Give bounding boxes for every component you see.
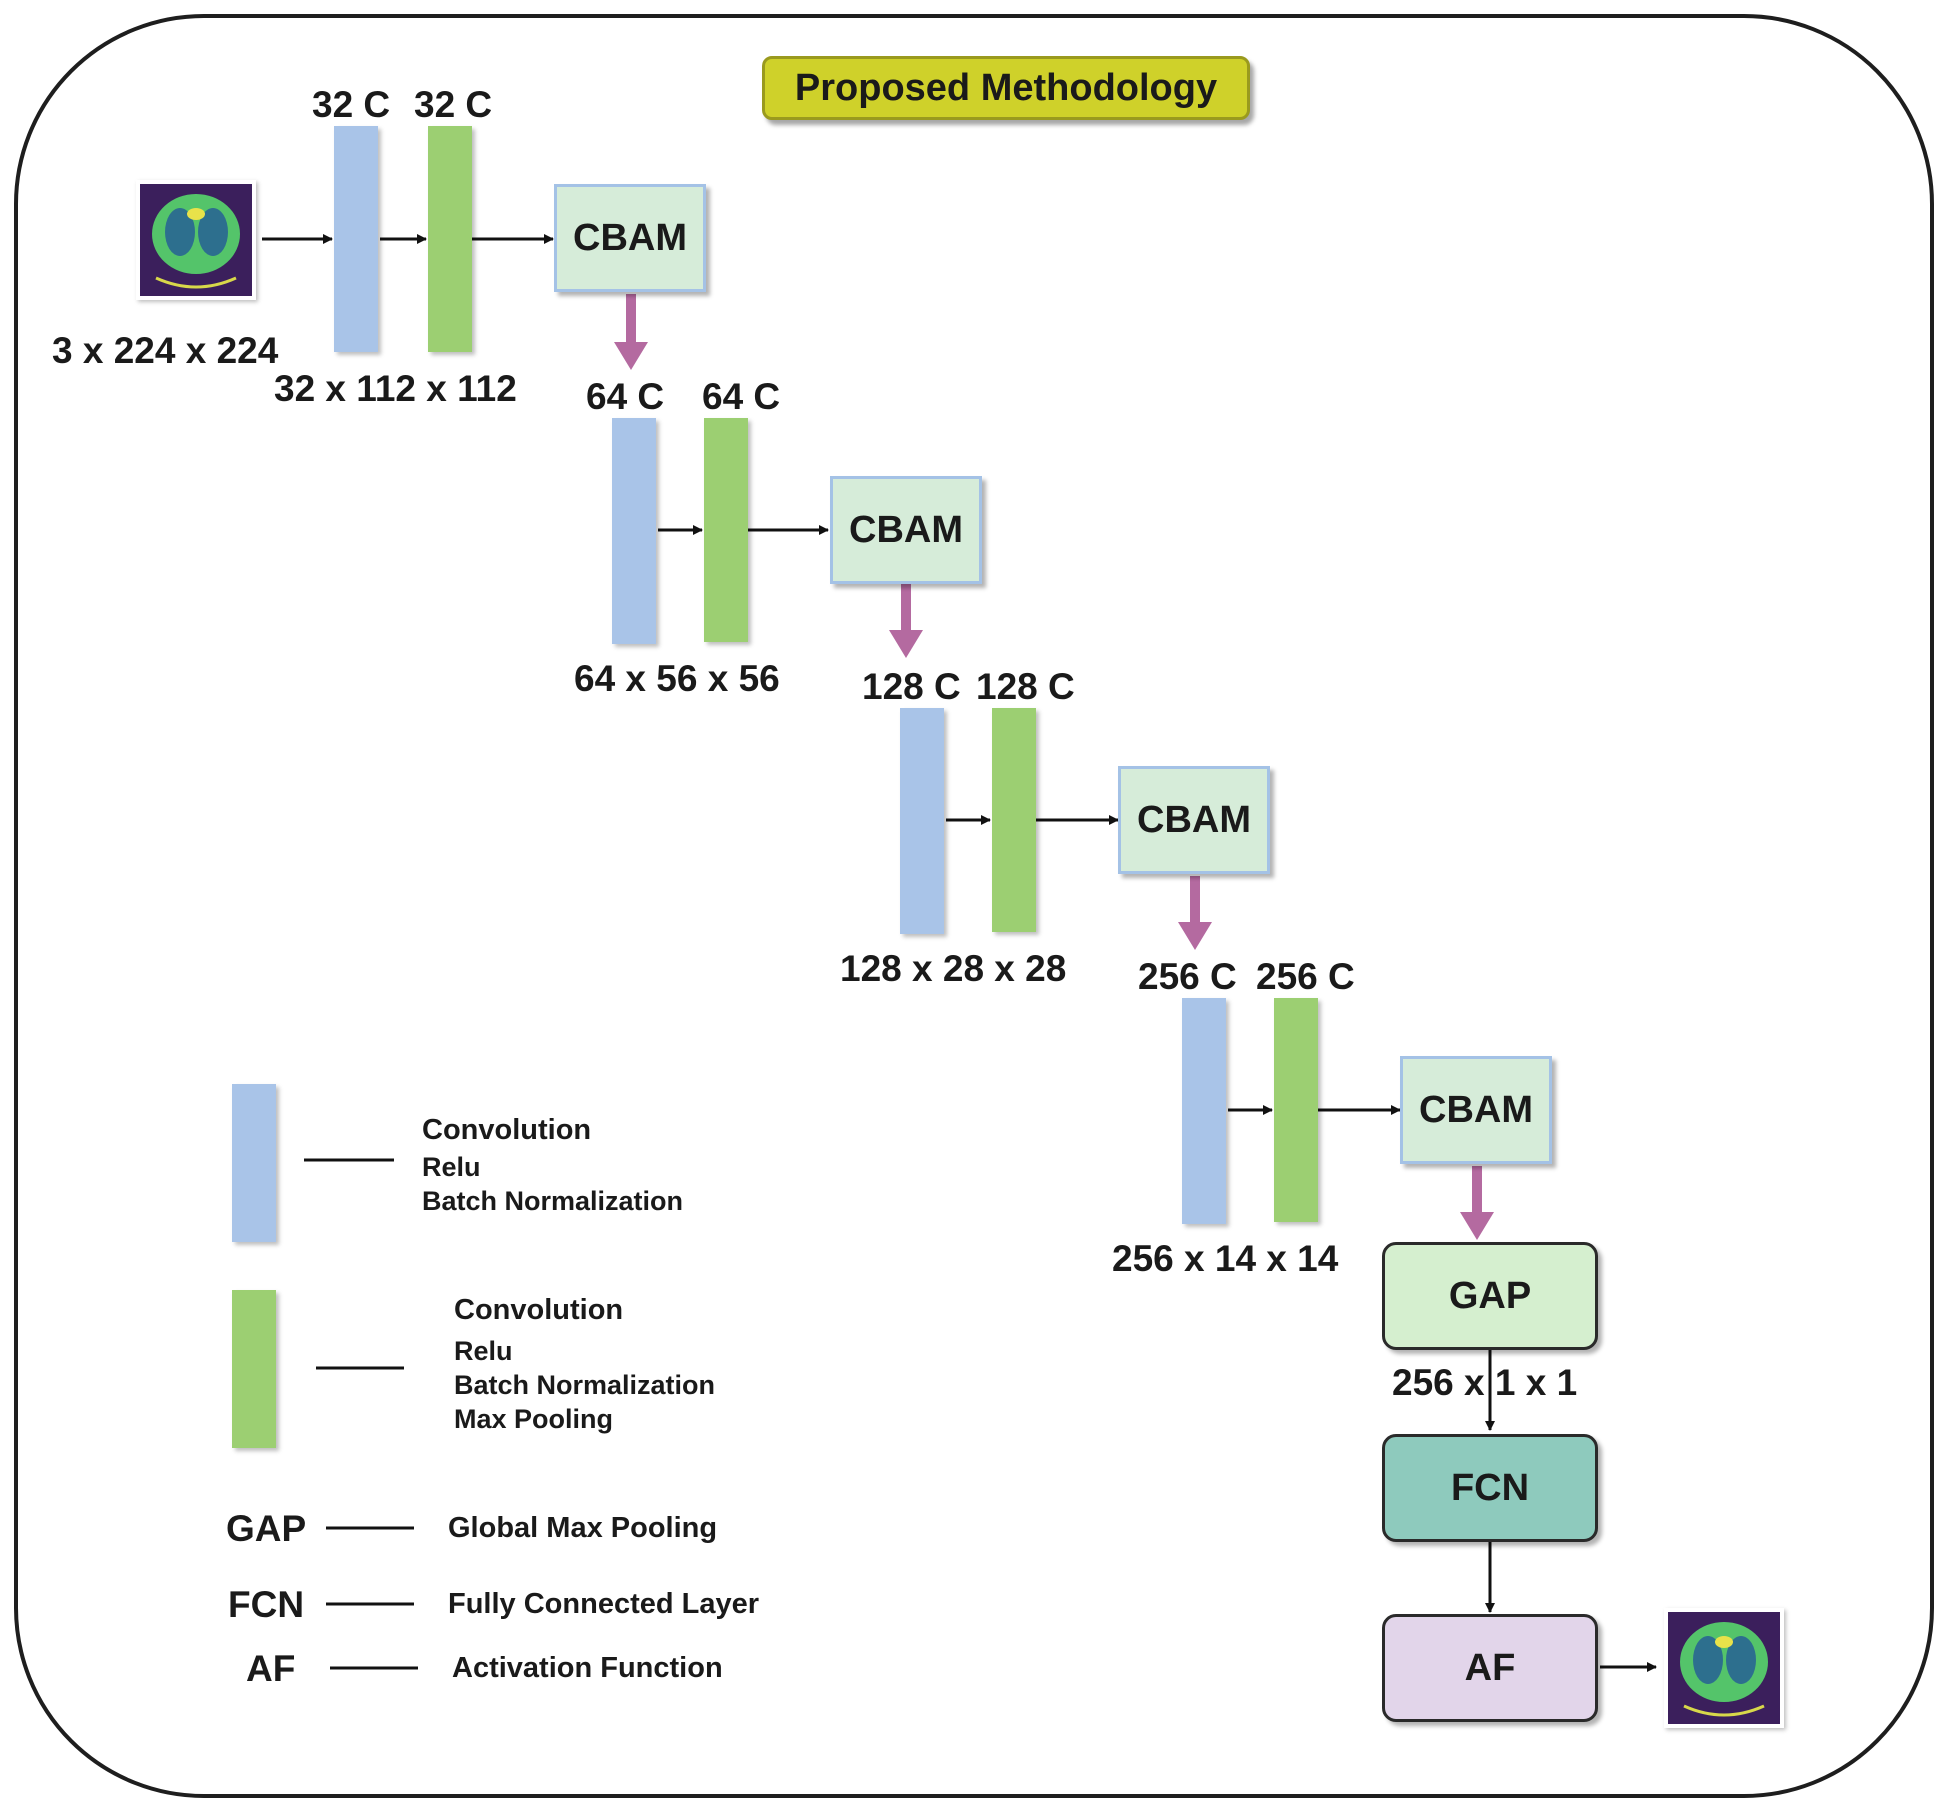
legend-af-desc: Activation Function — [452, 1652, 723, 1684]
block4-conv-bn-block — [1182, 998, 1226, 1224]
down-arrow-cbam2 — [889, 584, 923, 658]
diagram-frame — [14, 14, 1934, 1798]
block4-chan-b: 256 C — [1256, 956, 1355, 997]
block1-conv-bn-block — [334, 126, 378, 352]
block4-size-label: 256 x 14 x 14 — [1112, 1238, 1339, 1279]
af-node: AF — [1382, 1614, 1598, 1722]
block1-cbam: CBAM — [554, 184, 706, 292]
legend-green-line1: Convolution — [454, 1294, 624, 1326]
block2-cbam: CBAM — [830, 476, 982, 584]
block4-chan-a: 256 C — [1138, 956, 1237, 997]
input-ct-image — [136, 180, 256, 300]
legend-blue-line1: Convolution — [422, 1114, 592, 1146]
output-ct-image — [1664, 1608, 1784, 1728]
diagram-title: Proposed Methodology — [762, 56, 1250, 120]
legend-green-line4: Max Pooling — [454, 1404, 614, 1434]
block1-chan-a: 32 C — [312, 84, 391, 125]
block3-chan-b: 128 C — [976, 666, 1075, 707]
ct-scan-icon — [1668, 1612, 1780, 1724]
block3-size-label: 128 x 28 x 28 — [840, 948, 1067, 989]
block1-size-label: 32 x 112 x 112 — [274, 368, 517, 409]
legend-blue-line2: Relu — [422, 1152, 481, 1182]
block2-chan-a: 64 C — [586, 376, 665, 417]
legend-fcn-desc: Fully Connected Layer — [448, 1588, 760, 1620]
gap-size-label: 256 x 1 x 1 — [1392, 1362, 1578, 1403]
block1-conv-bn-pool-block — [428, 126, 472, 352]
block4-cbam: CBAM — [1400, 1056, 1552, 1164]
gap-node: GAP — [1382, 1242, 1598, 1350]
block2-size-label: 64 x 56 x 56 — [574, 658, 780, 699]
block4-conv-bn-pool-block — [1274, 998, 1318, 1222]
legend-af-abbr: AF — [246, 1648, 296, 1689]
block2-chan-b: 64 C — [702, 376, 781, 417]
fcn-node: FCN — [1382, 1434, 1598, 1542]
block3-conv-bn-pool-block — [992, 708, 1036, 932]
legend-blue-line3: Batch Normalization — [422, 1186, 684, 1216]
legend-green-line2: Relu — [454, 1336, 513, 1366]
block2-conv-bn-pool-block — [704, 418, 748, 642]
legend-gap-desc: Global Max Pooling — [448, 1512, 718, 1544]
legend-green-swatch — [232, 1290, 276, 1448]
block1-chan-b: 32 C — [414, 84, 493, 125]
legend-fcn-abbr: FCN — [228, 1584, 305, 1625]
block2-conv-bn-block — [612, 418, 656, 644]
block3-cbam: CBAM — [1118, 766, 1270, 874]
block3-chan-a: 128 C — [862, 666, 961, 707]
legend-gap-abbr: GAP — [226, 1508, 307, 1549]
legend-green-line3: Batch Normalization — [454, 1370, 716, 1400]
down-arrow-cbam1 — [614, 294, 648, 370]
block3-conv-bn-block — [900, 708, 944, 934]
down-arrow-cbam3 — [1178, 876, 1212, 950]
ct-scan-icon — [140, 184, 252, 296]
down-arrow-cbam4 — [1460, 1166, 1494, 1240]
input-size-label: 3 x 224 x 224 — [52, 330, 279, 371]
legend-blue-swatch — [232, 1084, 276, 1242]
